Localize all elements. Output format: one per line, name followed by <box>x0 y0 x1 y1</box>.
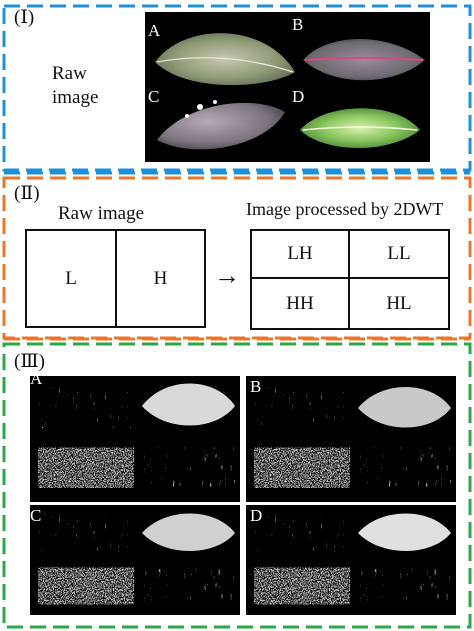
leaf-label-b: B <box>292 15 304 34</box>
dwt-group-b: B <box>246 376 456 502</box>
processed-cell-hh: HH <box>252 279 350 328</box>
raw-leaf-photos: A B C D <box>145 12 430 162</box>
leaf-label-c: C <box>148 87 160 106</box>
dwt-group-c: C <box>30 505 240 615</box>
processed-cell-lh: LH <box>252 231 350 279</box>
processed-cell-ll: LL <box>350 231 448 279</box>
processed-cell-hl: HL <box>386 292 412 314</box>
raw-cell-l: L <box>27 231 117 326</box>
dwt-group-label-d: D <box>250 506 263 525</box>
leaf-b <box>303 38 425 81</box>
panel-3-marker: (Ⅲ) <box>14 351 45 372</box>
dwt-group-a: A <box>30 370 240 502</box>
leaf-photo-grid <box>155 33 425 150</box>
leaf-label-d: D <box>292 87 305 106</box>
dwt-group-label-b: B <box>250 377 262 396</box>
raw-image-label-line2: image <box>52 87 99 108</box>
panel-3-frame <box>2 342 472 629</box>
raw-cell-h: H <box>153 267 168 289</box>
dwt-group-label-c: C <box>30 506 42 525</box>
leaf-c <box>157 102 285 150</box>
panel-1-marker: (Ⅰ) <box>14 7 35 28</box>
raw-image-label-line1: Raw <box>52 63 87 84</box>
dwt-group-c-images <box>38 513 235 605</box>
dwt-group-a-images <box>34 380 235 488</box>
transform-arrow: → <box>214 261 240 290</box>
dwt-group-d-images <box>254 513 451 605</box>
raw-image-box: L H <box>25 229 206 328</box>
processed-image-title: Image processed by 2DWT <box>246 199 444 219</box>
dwt-group-d: D <box>246 505 456 615</box>
dwt-group-label-a: A <box>30 369 43 388</box>
panel-2-3-orange-separator <box>4 337 470 341</box>
leaf-d <box>300 108 420 148</box>
panel-2-marker: (Ⅱ) <box>14 183 40 204</box>
leaf-label-a: A <box>148 21 161 40</box>
dwt-group-b-images <box>254 387 451 488</box>
panel-1-2-blue-separator <box>4 171 470 175</box>
panel-1-frame <box>2 4 472 172</box>
processed-image-box: LH LL HH HL <box>250 229 450 330</box>
raw-image-title: Raw image <box>58 203 145 224</box>
